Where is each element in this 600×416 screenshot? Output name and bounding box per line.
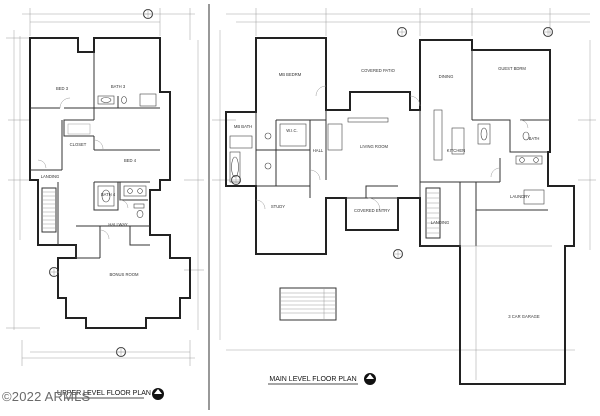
upper-stairs — [41, 187, 57, 233]
room-label-garage: 3 CAR GARAGE — [508, 314, 540, 319]
main-interior-walls — [255, 50, 550, 247]
main-level-plan: MB BEDRM COVERED PATIO DINING GUEST BDRM… — [212, 8, 596, 385]
room-label-covered-entry: COVERED ENTRY — [354, 208, 390, 213]
upper-door-swings — [37, 97, 129, 240]
room-label-main-landing: LANDING — [431, 220, 450, 225]
room-label-walk-in-closet: W.I.C. — [286, 128, 297, 133]
main-north-arrow-icon — [364, 373, 376, 385]
main-level-title: MAIN LEVEL FLOOR PLAN — [269, 376, 356, 383]
main-dimension-lines — [212, 8, 596, 351]
room-label-bath-4: BATH 4 — [101, 192, 116, 197]
main-section-markers — [231, 27, 553, 259]
upper-level-plan: BED 3 BATH 3 CLOSET BED 4 LANDING BATH 4… — [6, 8, 204, 400]
room-label-laundry: LAUNDRY — [510, 194, 530, 199]
room-label-master-bedroom: MB BEDRM — [279, 72, 302, 77]
watermark: ©2022 ARMLS — [2, 389, 91, 404]
room-label-hall: HALL — [313, 148, 324, 153]
main-fixtures — [229, 109, 545, 205]
room-label-study: STUDY — [271, 204, 285, 209]
room-label-hallway: HALLWAY — [108, 222, 127, 227]
area-schedule-box — [279, 287, 337, 321]
room-label-closet: CLOSET — [70, 142, 87, 147]
upper-north-arrow-icon — [152, 388, 164, 400]
main-door-swings — [255, 85, 552, 380]
upper-section-markers — [49, 9, 153, 357]
room-label-bed-3: BED 3 — [56, 86, 69, 91]
upper-room-labels: BED 3 BATH 3 CLOSET BED 4 LANDING BATH 4… — [41, 84, 139, 277]
room-label-dining: DINING — [439, 74, 454, 79]
main-exterior-walls — [225, 37, 575, 385]
room-label-bath: BATH — [529, 136, 540, 141]
room-label-upper-landing: LANDING — [41, 174, 60, 179]
room-label-guest-bedroom: GUEST BDRM — [498, 66, 526, 71]
room-label-covered-patio: COVERED PATIO — [361, 68, 396, 73]
upper-level-title: UPPER LEVEL FLOOR PLAN — [57, 390, 151, 397]
room-label-master-bath: MB BATH — [234, 124, 252, 129]
upper-dimension-lines — [6, 8, 204, 366]
upper-fixtures — [67, 93, 157, 218]
room-label-bonus-room: BONUS ROOM — [109, 272, 139, 277]
main-stairs — [425, 187, 441, 239]
room-label-kitchen: KITCHEN — [447, 148, 465, 153]
room-label-bath-3: BATH 3 — [111, 84, 126, 89]
room-label-bed-4: BED 4 — [124, 158, 137, 163]
upper-exterior-walls — [29, 37, 191, 329]
main-room-labels: MB BEDRM COVERED PATIO DINING GUEST BDRM… — [234, 66, 540, 319]
room-label-living-room: LIVING ROOM — [360, 144, 388, 149]
